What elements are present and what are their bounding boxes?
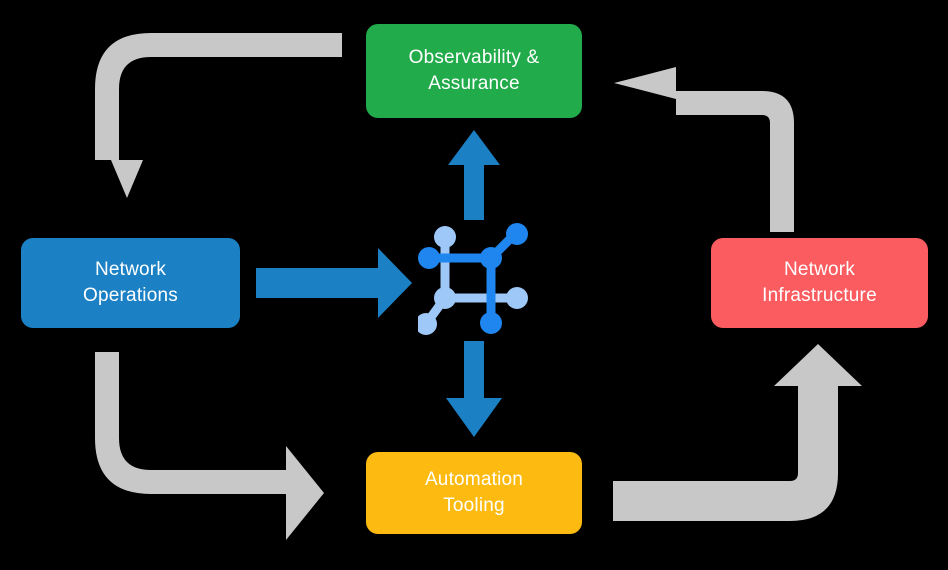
node-box-automation[interactable]: Automation Tooling	[366, 452, 582, 534]
arrow-center-to-automation	[446, 341, 502, 437]
node-box-operations[interactable]: Network Operations	[21, 238, 240, 328]
arrow-operations-to-automation	[95, 352, 324, 540]
node-right-light	[506, 287, 528, 309]
node-box-infrastructure[interactable]: Network Infrastructure	[711, 238, 928, 328]
node-left-dark	[418, 247, 440, 269]
node-lower-left-light	[418, 313, 437, 335]
node-box-observability[interactable]: Observability & Assurance	[366, 24, 582, 118]
arrow-infrastructure-to-observability	[614, 67, 794, 232]
node-hub-dark	[480, 247, 502, 269]
arrow-automation-to-infrastructure	[613, 344, 862, 521]
node-bottom-dark	[480, 312, 502, 334]
node-center-left-light	[434, 287, 456, 309]
network-topology-icon	[418, 223, 528, 335]
node-top-light	[434, 226, 456, 248]
arrow-center-to-observability	[448, 130, 500, 220]
arrow-operations-to-center	[256, 248, 412, 318]
arrow-observability-to-operations	[95, 33, 342, 198]
node-upper-right-dark	[506, 223, 528, 245]
